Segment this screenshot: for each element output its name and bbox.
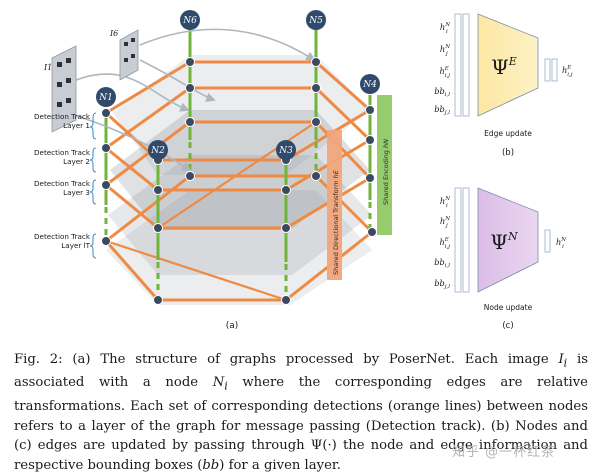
svg-text:hEi,j: hEi,j — [439, 66, 450, 79]
svg-text:Detection Track: Detection Track — [34, 232, 91, 241]
svg-text:Layer 2: Layer 2 — [63, 157, 90, 166]
edge-update-network — [477, 13, 539, 117]
svg-text:N5: N5 — [308, 16, 323, 26]
svg-text:hEi,j: hEi,j — [562, 65, 573, 78]
svg-text:hNi: hNi — [440, 196, 450, 209]
node-n3: N3 — [276, 140, 296, 160]
svg-text:ΨN: ΨN — [490, 230, 518, 254]
svg-text:bbi,l: bbi,l — [434, 257, 450, 269]
svg-text:N2: N2 — [150, 146, 165, 156]
svg-text:Detection Track: Detection Track — [34, 148, 91, 157]
svg-text:Shared Directional Transform h: Shared Directional Transform hE — [332, 169, 340, 275]
panel-a: Shared Directional Transform hE Shared E… — [34, 10, 392, 331]
svg-text:Detection Track: Detection Track — [34, 179, 91, 188]
panel-a-caption: (a) — [226, 321, 239, 331]
svg-text:N1: N1 — [98, 93, 113, 103]
watermark-text: 知乎 @一杯红茶 — [452, 445, 556, 460]
svg-text:Detection Track: Detection Track — [34, 112, 91, 121]
node-n6: N6 — [180, 10, 200, 30]
svg-text:N6: N6 — [182, 16, 197, 26]
svg-text:Shared Encoding hN: Shared Encoding hN — [382, 139, 390, 205]
panel-b-caption: (b) — [502, 148, 514, 158]
node-n4: N4 — [360, 74, 380, 94]
layer-label-2: Detection Track Layer 2 — [34, 148, 91, 166]
svg-text:bbi,l: bbi,l — [434, 86, 450, 98]
svg-text:hNi: hNi — [556, 237, 566, 250]
layer-labels: Detection Track Layer 1 Detection Track … — [34, 112, 91, 250]
image-i1: I1 — [43, 45, 77, 133]
caption-label: Fig. 2: — [14, 352, 63, 367]
svg-text:ΨE: ΨE — [491, 55, 517, 79]
layer-label-3: Detection Track Layer 3 — [34, 179, 91, 197]
panel-b-title: Edge update — [484, 129, 532, 138]
svg-text:hNi: hNi — [440, 22, 450, 35]
layer-brackets — [89, 112, 97, 259]
svg-text:bbj,l: bbj,l — [434, 104, 450, 116]
svg-text:N3: N3 — [278, 146, 293, 156]
node-update-network — [477, 187, 539, 293]
panel-c-title: Node update — [484, 303, 533, 312]
node-n2: N2 — [148, 140, 168, 160]
figure-graphic: Shared Directional Transform hE Shared E… — [34, 10, 573, 331]
svg-text:Layer 1: Layer 1 — [63, 121, 90, 130]
shared-encoding-band: Shared Encoding hN — [377, 95, 392, 235]
shared-directional-band: Shared Directional Transform hE — [327, 130, 342, 280]
svg-text:hEi,j: hEi,j — [439, 237, 450, 250]
svg-text:hNj: hNj — [440, 44, 450, 57]
node-badges: N1 N2 N3 N4 N5 N6 — [96, 10, 380, 160]
layer-label-lt: Detection Track Layer lT — [34, 232, 91, 250]
svg-text:N4: N4 — [362, 80, 377, 90]
image-label-i1: I1 — [43, 63, 52, 72]
svg-text:hNj: hNj — [440, 216, 450, 229]
layer-label-1: Detection Track Layer 1 — [34, 112, 91, 130]
image-label-i6: I6 — [109, 29, 118, 38]
figure-caption: Fig. 2: (a) The structure of graphs proc… — [14, 352, 588, 474]
svg-text:Layer lT: Layer lT — [61, 241, 90, 250]
image-i6: I6 — [109, 29, 139, 81]
panel-c-caption: (c) — [502, 321, 513, 331]
svg-text:bbj,l: bbj,l — [434, 278, 450, 290]
svg-text:Layer 3: Layer 3 — [63, 188, 90, 197]
node-n5: N5 — [306, 10, 326, 30]
node-n1: N1 — [96, 87, 116, 107]
